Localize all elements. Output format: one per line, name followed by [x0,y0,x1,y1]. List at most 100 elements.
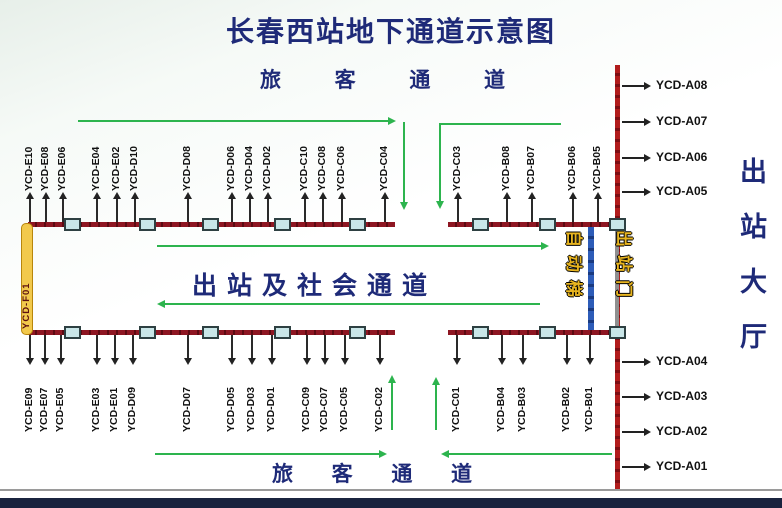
door-label: YCD-C06 [335,146,347,191]
top-corridor-char: 道 [483,69,505,92]
top-wall-right-segment [448,222,615,227]
side-exit-bar [21,223,33,335]
gate-square [274,218,291,231]
door-arrow-down-icon [57,358,65,365]
door-label: YCD-A05 [656,184,708,198]
gate-square [139,326,156,339]
door-line [572,199,574,222]
door-arrow-down-icon [268,358,276,365]
door-arrow-up-icon [381,192,389,199]
top-corridor-char: 旅 [260,69,281,92]
top-corridor-char: 通 [409,69,431,92]
guide-line [448,453,612,455]
guide-line [439,123,441,203]
top-corridor-char: 客 [334,69,356,92]
door-arrow-down-icon [519,358,527,365]
gate-square [64,218,81,231]
door-arrow-down-icon [184,358,192,365]
gate-square [202,326,219,339]
guide-line [403,122,405,204]
middle-corridor-label: 出站及社会通道 [192,272,438,300]
door-line [622,191,644,193]
exit-door-label-wrap: 出站门 [580,230,676,305]
door-line [44,335,46,358]
arrow-right-icon [379,450,387,458]
door-arrow-up-icon [338,192,346,199]
arrow-up-icon [432,377,440,385]
exit-hall-char: 厅 [740,322,767,352]
door-arrow-right-icon [644,358,651,366]
door-line [457,199,459,222]
exit-hall-label: 出 站 大 厅 [740,150,767,354]
gate-square [202,218,219,231]
door-label: YCD-C02 [373,387,385,432]
door-line [566,335,568,358]
door-arrow-down-icon [303,358,311,365]
door-line [187,199,189,222]
gate-square [539,326,556,339]
door-line [589,335,591,358]
door-line [134,199,136,222]
page-title: 长春西站地下通道示意图 [225,16,556,47]
bottom-bar [0,498,782,508]
door-arrow-down-icon [498,358,506,365]
door-line [187,335,189,358]
door-arrow-up-icon [246,192,254,199]
door-arrow-right-icon [644,428,651,436]
door-label-wrap: YCD-B05 [567,146,629,191]
bottom-wall-right-segment [448,330,615,335]
door-label: YCD-D08 [181,146,193,191]
door-line [116,199,118,222]
bottom-corridor-char: 旅 [272,463,293,486]
door-arrow-down-icon [26,358,34,365]
gate-square [274,326,291,339]
door-line [622,361,644,363]
gate-square [349,218,366,231]
door-line [622,121,644,123]
door-arrow-down-icon [341,358,349,365]
door-line [622,396,644,398]
gate-square [472,326,489,339]
door-label: YCD-D07 [181,387,193,432]
door-label: YCD-A08 [656,78,708,92]
door-label: YCD-D09 [126,387,138,432]
door-label: YCD-D10 [128,146,140,191]
door-label-wrap: YCD-D09 [102,387,164,432]
door-line [324,335,326,358]
door-arrow-up-icon [184,192,192,199]
guide-line [157,245,543,247]
door-arrow-up-icon [319,192,327,199]
door-line [45,199,47,222]
door-label: YCD-A04 [656,354,708,368]
bottom-corridor-char: 通 [391,463,413,486]
exit-hall-char: 出 [740,157,767,187]
door-line [341,199,343,222]
door-arrow-right-icon [644,82,651,90]
bottom-corridor-char: 道 [450,463,472,486]
door-arrow-down-icon [321,358,329,365]
door-arrow-down-icon [129,358,137,365]
door-arrow-down-icon [111,358,119,365]
arrow-left-icon [157,300,165,308]
door-arrow-up-icon [59,192,67,199]
door-line [501,335,503,358]
gate-square [349,326,366,339]
floor-divider-line [0,489,782,491]
door-label: YCD-A06 [656,150,708,164]
bottom-corridor-label: 旅 客 通 道 [272,458,472,488]
gate-square [609,218,626,231]
door-arrow-down-icon [563,358,571,365]
door-arrow-down-icon [228,358,236,365]
door-arrow-up-icon [26,192,34,199]
door-line [60,335,62,358]
door-line [114,335,116,358]
door-line [96,199,98,222]
door-arrow-right-icon [644,118,651,126]
gate-square [539,218,556,231]
door-arrow-up-icon [93,192,101,199]
door-label: YCD-A03 [656,389,708,403]
exit-door-line [615,227,619,330]
door-line [271,335,273,358]
door-arrow-up-icon [594,192,602,199]
